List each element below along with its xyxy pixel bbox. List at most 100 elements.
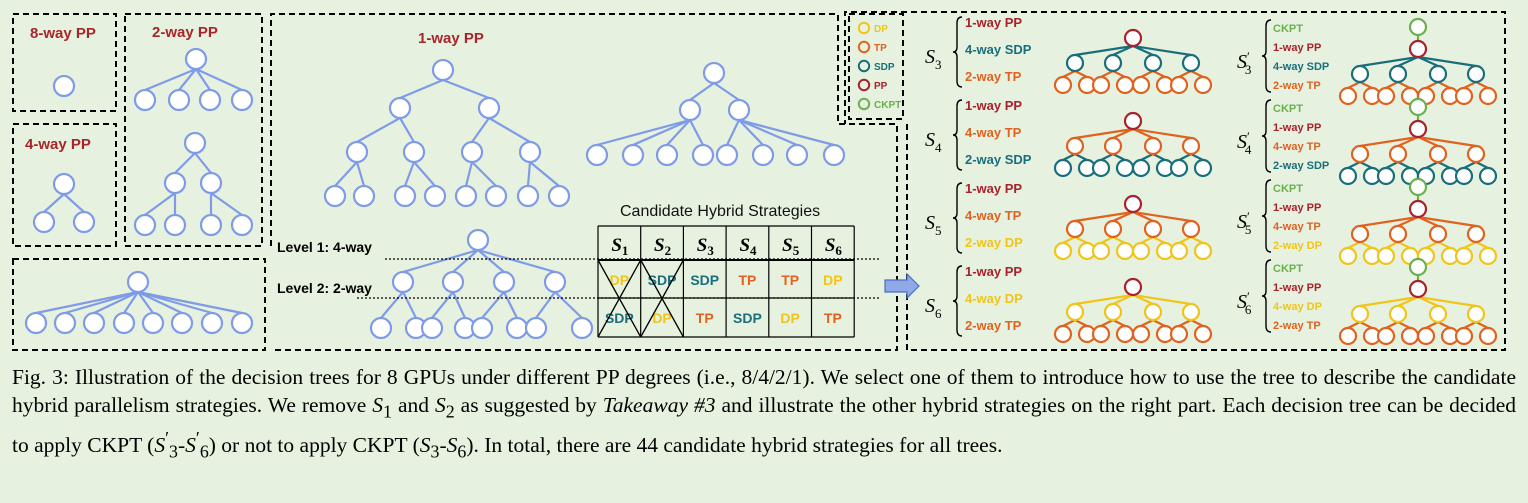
tree-edge: [413, 161, 436, 187]
level1-node: [1428, 144, 1448, 164]
tree-node: [678, 98, 702, 122]
tree-node: [621, 143, 645, 167]
tree-node: [112, 311, 136, 335]
level1-node: [1466, 144, 1486, 164]
level1-node: [1428, 304, 1448, 324]
tree-edge: [334, 161, 358, 187]
pp-root-node: [1408, 279, 1428, 299]
level1-node: [1428, 64, 1448, 84]
tree-node: [751, 143, 775, 167]
strategy-s6-ckpt-line-2: 1-way PP: [1273, 282, 1321, 294]
level1-node: [1103, 219, 1123, 239]
tree-node: [198, 88, 222, 112]
takeaway-reference: Takeaway #3: [602, 392, 716, 417]
pp-decision-trees: [24, 47, 846, 340]
level2-node: [1091, 75, 1111, 95]
tree-node: [345, 140, 369, 164]
strategy-s4-ckpt-line-1: CKPT: [1273, 103, 1303, 115]
ckpt-node: [1408, 17, 1428, 37]
level2-node: [1169, 75, 1189, 95]
tree-edge: [123, 291, 139, 314]
level1-node: [1143, 219, 1163, 239]
level2-node: [1053, 324, 1073, 344]
tree-node: [585, 143, 609, 167]
level2-node: [1131, 241, 1151, 261]
strategy-s3-ckpt-line-3: 4-way SDP: [1273, 61, 1329, 73]
tree-node: [369, 316, 393, 340]
legend-box: [848, 13, 904, 120]
tree-node: [785, 143, 809, 167]
arrow-icon: [884, 272, 920, 300]
level2-node: [1338, 86, 1358, 106]
level2-node: [1193, 158, 1213, 178]
table-header-s5: S5: [782, 235, 800, 258]
level2-node: [1091, 324, 1111, 344]
tree-edge: [210, 192, 243, 216]
level1-node: [1103, 53, 1123, 73]
pp-root-node: [1123, 111, 1143, 131]
tree-edge: [738, 119, 764, 146]
tree-node: [126, 270, 150, 294]
pp-root-node: [1123, 277, 1143, 297]
decision-tree-figure: 8-way PP 2-way PP 4-way PP 1-way PP Leve…: [12, 11, 1506, 351]
tree-2way-pp-a: [133, 47, 254, 112]
tree-edge: [174, 152, 196, 174]
brace: [952, 99, 963, 171]
level2-node: [1376, 246, 1396, 266]
level2-node: [1115, 75, 1135, 95]
level2-node: [1376, 326, 1396, 346]
strategy-s6-ckpt-line-4: 2-way TP: [1273, 320, 1321, 332]
panel-8way: [12, 13, 117, 112]
level1-node: [1388, 224, 1408, 244]
strategy-s4: S41-way PP4-way TP2-way SDP: [925, 98, 1213, 178]
level1-node: [1181, 53, 1201, 73]
legend-dp-label: DP: [874, 24, 888, 35]
level-1-label: Level 1: 4-way: [277, 239, 372, 255]
tree-node: [163, 171, 187, 195]
level1-node: [1181, 219, 1201, 239]
table-cell-r1-c5: TP: [781, 272, 799, 288]
tree-edge: [529, 161, 560, 187]
strategy-s5-ckpt-line-2: 1-way PP: [1273, 202, 1321, 214]
tree-level: [369, 228, 594, 340]
level2-node: [1131, 158, 1151, 178]
pp-root-node: [1408, 199, 1428, 219]
tree-edge: [738, 118, 798, 147]
removed-cross-line: [597, 259, 642, 338]
strategy-s4-line-2: 4-way TP: [965, 125, 1022, 140]
level1-node: [1065, 53, 1085, 73]
level2-node: [1454, 86, 1474, 106]
legend-sdp-label: SDP: [874, 62, 895, 73]
tree-node: [570, 316, 594, 340]
tree-node: [484, 184, 508, 208]
tree-node: [420, 316, 444, 340]
tree-edge: [195, 67, 243, 92]
tree-node: [393, 184, 417, 208]
title-8way-pp: 8-way PP: [30, 25, 96, 42]
strategy-s3-ckpt-line-1: CKPT: [1273, 23, 1303, 35]
level2-node: [1115, 241, 1135, 261]
level1-node: [1388, 64, 1408, 84]
strategy-s3-ckpt-line-4: 2-way TP: [1273, 80, 1321, 92]
tree-edge: [402, 291, 417, 319]
legend-dp-icon: [857, 21, 871, 35]
level1-node: [1388, 144, 1408, 164]
tree-1way-pp-b: [585, 61, 846, 167]
tree-edge: [471, 117, 490, 143]
tree-node: [199, 213, 223, 237]
strategy-s5: S51-way PP4-way TP2-way DP: [925, 181, 1213, 261]
tree-edge: [399, 117, 415, 143]
level1-node: [1428, 224, 1448, 244]
tree-node: [691, 143, 715, 167]
figure-caption: Fig. 3: Illustration of the decision tre…: [12, 365, 1517, 462]
tree-node: [477, 96, 501, 120]
tree-edge: [356, 117, 401, 143]
level1-node: [1350, 144, 1370, 164]
tree-node: [423, 184, 447, 208]
panel-flat: [12, 258, 266, 351]
tree-edge: [738, 118, 835, 147]
tree-edge: [554, 291, 583, 319]
brace: [1261, 259, 1272, 333]
